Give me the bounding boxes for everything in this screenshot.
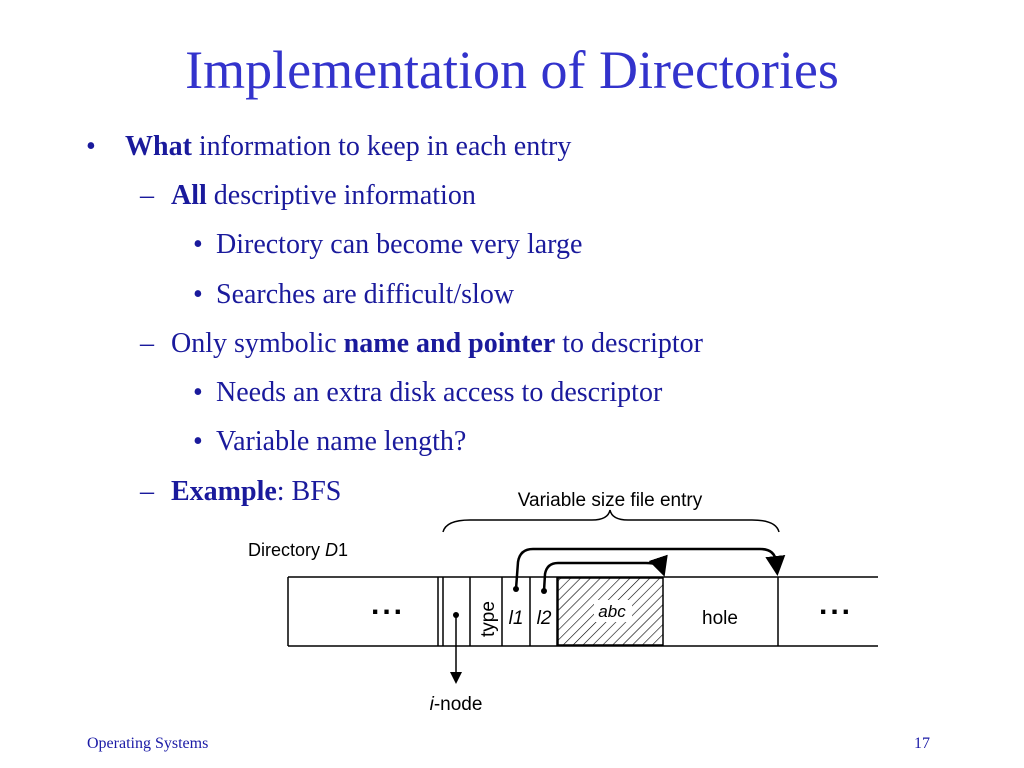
bullet-symbolic-post: to descriptor <box>555 328 703 359</box>
l1-arrow <box>514 547 786 590</box>
bullet-marker: • <box>193 279 203 310</box>
l2-arrow <box>542 554 668 592</box>
bullet-symbolic-bold: name and pointer <box>343 328 556 359</box>
bullet-marker: • <box>193 229 203 260</box>
footer-course: Operating Systems <box>87 735 209 752</box>
bullet-marker: • <box>193 377 203 408</box>
slide-title: Implementation of Directories <box>185 40 839 100</box>
bullet-marker: • <box>86 131 96 162</box>
bullet-example-text: : BFS <box>276 476 342 507</box>
bullet-all: All descriptive information <box>171 179 476 213</box>
bullet-name-length: Variable name length? <box>216 426 467 457</box>
bullet-extra-access: Needs an extra disk access to descriptor <box>216 377 663 408</box>
brace-label: Variable size file entry <box>518 490 703 511</box>
bullet-large: Directory can become very large <box>216 229 583 260</box>
directory-label: Directory D1 <box>248 540 348 560</box>
type-label: type <box>478 601 499 637</box>
bullet-all-text: descriptive information <box>206 180 476 211</box>
bullet-symbolic: Only symbolic name and pointer to descri… <box>171 327 703 361</box>
l2-label: l2 <box>537 608 552 629</box>
hole-label: hole <box>702 608 738 629</box>
l1-label: l1 <box>509 608 524 629</box>
bullet-example-bold: Example <box>171 476 277 507</box>
dash-marker: – <box>140 328 154 359</box>
bullet-slow: Searches are difficult/slow <box>216 279 515 310</box>
bullet-symbolic-pre: Only symbolic <box>171 328 344 359</box>
bullet-what-text: information to keep in each entry <box>191 131 572 162</box>
bullet-what-bold: What <box>125 131 192 162</box>
bullet-all-bold: All <box>171 180 207 211</box>
footer-page-number: 17 <box>914 735 930 752</box>
abc-label-bg <box>594 600 632 622</box>
inode-label: i-node <box>430 694 483 715</box>
bullet-what: What information to keep in each entry <box>125 130 571 164</box>
bullet-marker: • <box>193 426 203 457</box>
abc-label: abc <box>598 602 626 621</box>
ellipsis-left: ... <box>371 588 405 621</box>
dash-marker: – <box>140 476 154 507</box>
bullet-example: Example: BFS <box>171 475 341 509</box>
dash-marker: – <box>140 180 154 211</box>
ellipsis-right: ... <box>819 588 853 621</box>
brace-shape <box>442 509 780 533</box>
